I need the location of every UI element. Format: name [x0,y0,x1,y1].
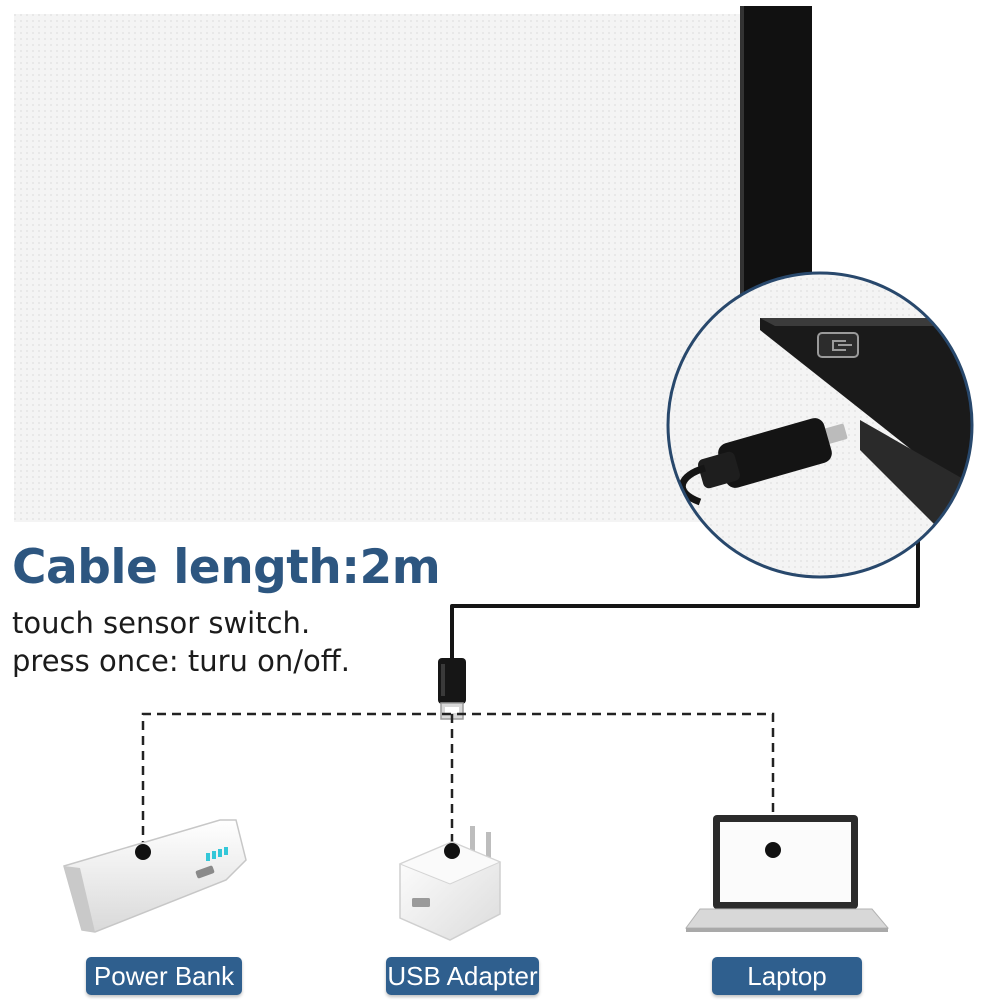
usb-plug-icon [438,658,466,720]
laptop-icon [685,815,890,932]
usb-adapter-icon [398,826,502,941]
connection-lines [141,712,775,850]
on-off-instruction: press once: turu on/off. [12,644,350,678]
touch-switch-note: touch sensor switch. [12,606,311,640]
zoom-inset [666,271,974,579]
usb-adapter-label: USB Adapter [386,957,539,995]
light-pad [14,6,812,522]
light-pad-surface [14,14,744,522]
power-bank-label: Power Bank [86,957,242,995]
touch-switch-icon [817,332,859,358]
power-bank-icon [63,819,247,933]
laptop-label: Laptop [712,957,862,995]
cable [450,538,920,660]
micro-usb-connector-icon [698,418,848,489]
light-pad-frame [740,6,812,306]
cable-length-heading: Cable length:2m [12,540,441,595]
